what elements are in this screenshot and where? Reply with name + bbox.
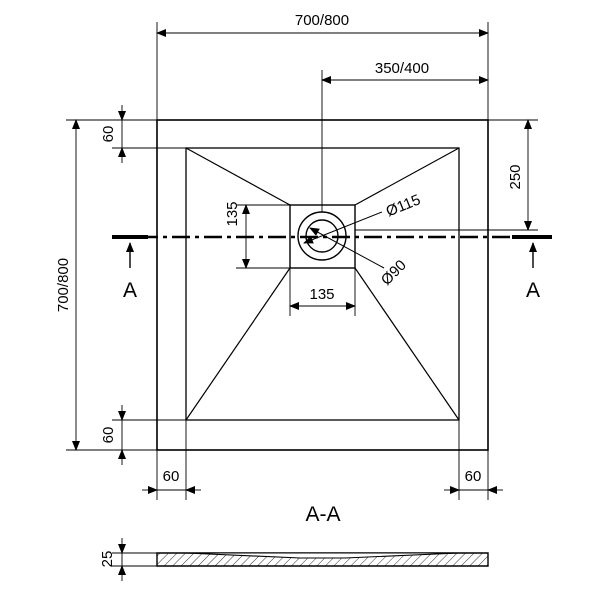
- right-border-label: 60: [465, 468, 482, 485]
- drain-height-label: 135: [224, 201, 241, 226]
- inner-diameter-label: Ø90: [378, 257, 410, 289]
- section-marker-right: A: [526, 279, 540, 302]
- half-width-label: 350/400: [375, 60, 429, 77]
- tray-inner-edge: [185, 147, 460, 421]
- slope-line: [185, 147, 291, 206]
- width-label: 700/800: [295, 12, 349, 29]
- section-view: [112, 538, 489, 581]
- slope-line: [354, 267, 460, 421]
- section-title: A-A: [305, 503, 340, 526]
- drain-offset-label: 250: [507, 164, 524, 189]
- bottom-border-label: 60: [100, 427, 117, 444]
- diameter-90-leader: [309, 227, 385, 269]
- section-basin: [185, 552, 460, 559]
- section-thickness-label: 25: [99, 551, 116, 568]
- dimension-lines: [66, 22, 538, 500]
- left-border-label: 60: [163, 468, 180, 485]
- height-label: 700/800: [55, 258, 72, 312]
- outer-diameter-label: Ø115: [384, 191, 423, 220]
- section-marker-left: A: [123, 279, 137, 302]
- tray-plan: [156, 119, 489, 451]
- drain-width-label: 135: [309, 286, 334, 303]
- top-border-label: 60: [100, 126, 117, 143]
- section-line-a: [112, 235, 552, 268]
- diameter-115-leader: [303, 211, 383, 244]
- slope-line: [185, 267, 291, 421]
- tray-outer-edge: [156, 119, 489, 451]
- slope-line: [354, 147, 460, 206]
